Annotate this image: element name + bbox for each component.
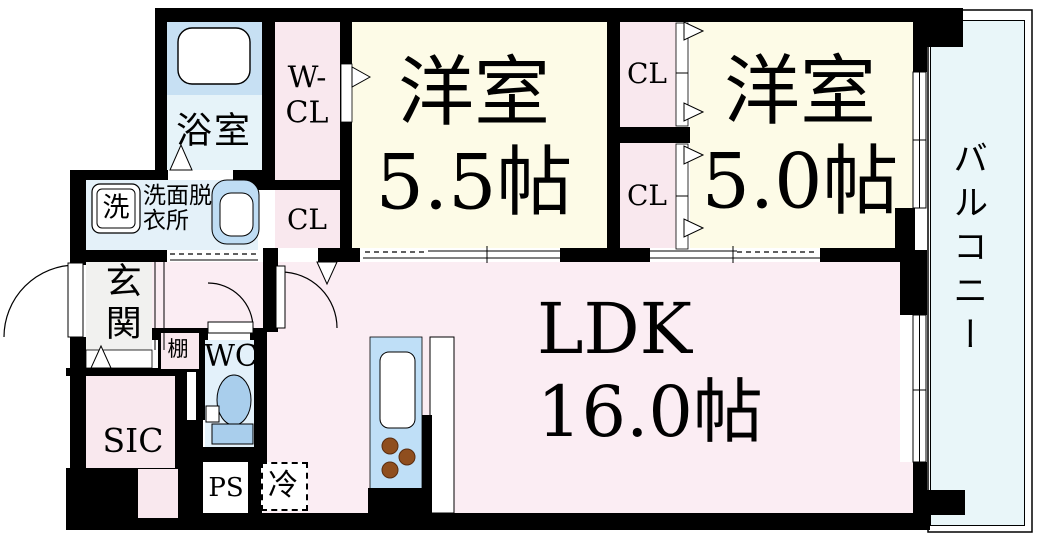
wall-topright-step2 [913,47,927,72]
wall-left-mid [70,172,86,265]
hall-closet-label: CL [286,202,328,236]
wall-left-upper [155,8,167,180]
wall-wcl-cl [233,180,347,190]
wall-right-bedroom2-b [900,250,927,315]
bath-tub-area [167,22,262,95]
shoe-closet-step [137,468,178,518]
wall-closet-mid [620,127,690,143]
ldk-room [263,262,900,513]
sliding-door-bedroom1 [360,248,560,262]
wall-wcl-bedroom1 [340,22,352,252]
bedroom1-room [352,22,607,248]
bedroom1-label: 洋室 5.5帖 [375,47,573,226]
wall-ldk-top-c [820,248,913,262]
window-gap-right [900,315,913,462]
closet2-door-strip [675,143,689,250]
shelf-label: 棚 [167,336,189,361]
wc-label: WC [204,338,258,374]
wall-ldk-top-a [318,248,360,262]
closet1-door-strip [675,22,689,127]
wall-ldk-top-b [560,248,650,262]
window-ldk [912,314,927,463]
wall-wc-left [196,332,205,420]
closet1-room [620,22,676,127]
wall-sic-right [175,372,187,420]
wall-balcony-low1 [913,462,927,513]
wall-balcony-low2 [927,490,965,515]
shoe-closet-label: SIC [102,421,164,461]
sliding-door-bedroom2 [650,248,820,262]
sliding-door-washroom [167,250,263,262]
wall-bottom [66,513,930,530]
refrigerator-box [261,462,308,511]
wall-bath-wcl [262,22,275,180]
pipe-space-label: PS [208,473,244,504]
wall-bedroom1-closets [607,22,620,252]
closet2-room [620,143,676,248]
entrance-door-leaf [67,262,84,338]
entrance-room [86,262,152,350]
closet1-label: CL [626,56,668,90]
bath-door-gap [168,170,233,180]
washer-label: 洗 [102,192,130,224]
ldk-room-edge [900,462,913,513]
entrance-step [85,349,153,369]
entrance-label: 玄関 [99,262,141,346]
wall-washroom-top-left [70,170,170,180]
corridor [152,262,263,328]
walk-in-closet-label: W- CL [285,60,329,130]
balcony-label: バルコニー [947,140,988,360]
entrance-door-arc [3,264,77,338]
window-bedroom2 [912,71,927,209]
shoe-closet-room [84,372,177,468]
closet-hall-gap [278,248,318,262]
closet2-label: CL [626,178,668,212]
shelf-box [158,330,202,372]
wall-wc-right [254,332,267,462]
bedroom2-room [690,22,913,248]
wall-sic-top [66,368,182,376]
pipe-space-box [205,462,248,513]
walk-in-closet-room [275,22,340,180]
wall-wc-bottom [196,447,262,462]
bedroom2-label: 洋室 5.0帖 [701,46,899,225]
washroom-label: 洗面脱 衣所 [143,183,212,235]
bath-label: 浴室 [175,110,253,152]
wall-top [155,8,963,22]
wall-topright-step1 [913,22,963,47]
wall-right-bedroom2-a [895,208,915,252]
refrigerator-label: 冷 [268,467,298,503]
wall-ldk-door [263,248,278,332]
wall-washroom-top-right [233,170,275,180]
wall-washroom-bottom [74,250,167,262]
wall-ps-right [248,455,262,513]
hall-closet-room [275,190,340,250]
ldk-label: LDK 16.0帖 [537,288,763,453]
wall-mid-block [175,420,203,517]
